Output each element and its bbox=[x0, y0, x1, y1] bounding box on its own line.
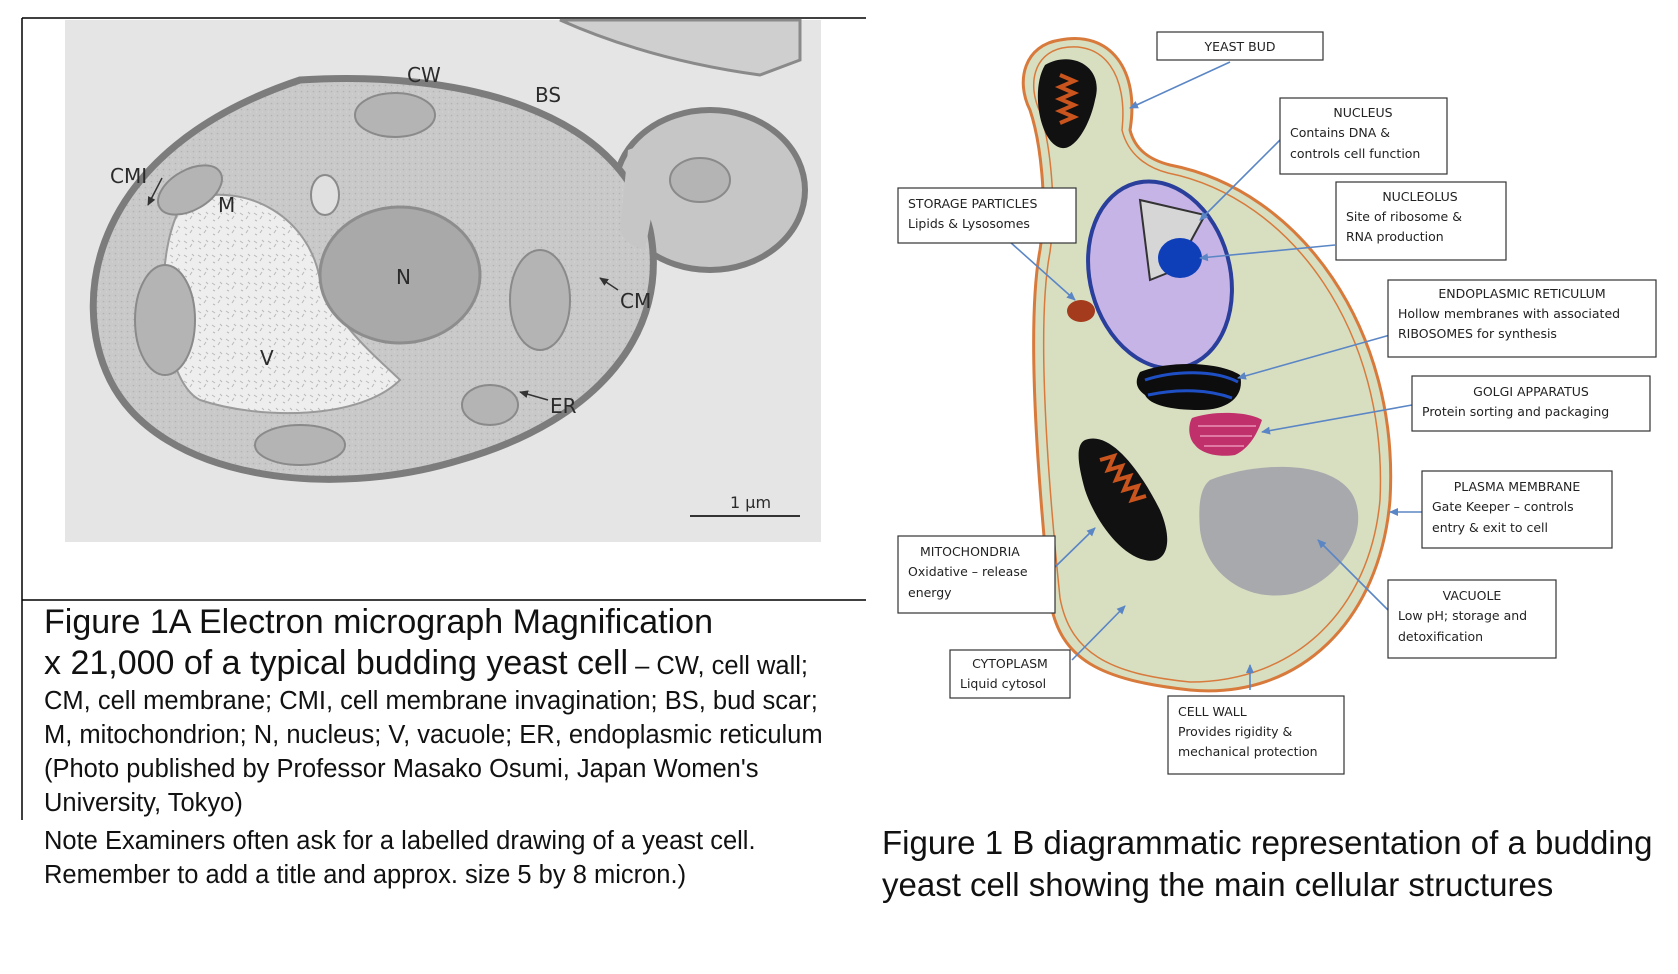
electron-micrograph bbox=[65, 18, 821, 542]
label-golgi-apparatus: GOLGI APPARATUS Protein sorting and pack… bbox=[1411, 375, 1651, 432]
svg-text:Site of ribosome &: Site of ribosome & bbox=[1346, 209, 1462, 224]
svg-text:CYTOPLASM: CYTOPLASM bbox=[972, 656, 1048, 671]
svg-text:Low pH; storage and: Low pH; storage and bbox=[1398, 608, 1527, 623]
svg-text:Protein sorting and packaging: Protein sorting and packaging bbox=[1422, 404, 1609, 419]
label-yeast-bud: YEAST BUD bbox=[1156, 31, 1324, 61]
svg-text:detoxification: detoxification bbox=[1398, 629, 1483, 644]
micro-label-bs: BS bbox=[535, 83, 561, 107]
svg-text:Gate Keeper – controls: Gate Keeper – controls bbox=[1432, 499, 1574, 514]
micro-label-m: M bbox=[218, 193, 235, 217]
label-nucleus: NUCLEUS Contains DNA & controls cell fun… bbox=[1279, 97, 1448, 175]
svg-text:NUCLEOLUS: NUCLEOLUS bbox=[1382, 189, 1457, 204]
svg-text:ENDOPLASMIC RETICULUM: ENDOPLASMIC RETICULUM bbox=[1438, 286, 1605, 301]
svg-text:Hollow membranes with associat: Hollow membranes with associated bbox=[1398, 306, 1620, 321]
yeast-cell-drawing bbox=[1021, 37, 1393, 693]
label-plasma-membrane: PLASMA MEMBRANE Gate Keeper – controls e… bbox=[1421, 470, 1613, 549]
micro-label-v: V bbox=[260, 346, 274, 370]
micro-label-n: N bbox=[396, 265, 411, 289]
caption-a-line1: Figure 1A Electron micrograph Magnificat… bbox=[44, 603, 713, 641]
svg-text:PLASMA MEMBRANE: PLASMA MEMBRANE bbox=[1454, 479, 1581, 494]
svg-text:controls cell function: controls cell function bbox=[1290, 146, 1420, 161]
label-cytoplasm: CYTOPLASM Liquid cytosol bbox=[949, 649, 1071, 699]
svg-text:Provides rigidity &: Provides rigidity & bbox=[1178, 724, 1293, 739]
label-vacuole: VACUOLE Low pH; storage and detoxificati… bbox=[1387, 579, 1557, 659]
label-cell-wall: CELL WALL Provides rigidity & mechanical… bbox=[1167, 695, 1345, 775]
svg-text:NUCLEUS: NUCLEUS bbox=[1333, 105, 1392, 120]
label-endoplasmic-reticulum: ENDOPLASMIC RETICULUM Hollow membranes w… bbox=[1387, 279, 1657, 358]
svg-text:VACUOLE: VACUOLE bbox=[1443, 588, 1502, 603]
figure-1a-caption: Figure 1A Electron micrograph Magnificat… bbox=[44, 602, 844, 820]
svg-text:STORAGE PARTICLES: STORAGE PARTICLES bbox=[908, 196, 1037, 211]
scale-bar-label: 1 μm bbox=[730, 493, 771, 512]
svg-text:MITOCHONDRIA: MITOCHONDRIA bbox=[920, 544, 1020, 559]
svg-text:Lipids & Lysosomes: Lipids & Lysosomes bbox=[908, 216, 1030, 231]
label-storage-particles: STORAGE PARTICLES Lipids & Lysosomes bbox=[897, 187, 1077, 244]
caption-a-line2: x 21,000 of a typical budding yeast cell bbox=[44, 644, 629, 682]
svg-text:CELL WALL: CELL WALL bbox=[1178, 704, 1247, 719]
caption-a-rest: – CW, cell wall; CM, cell membrane; CMI,… bbox=[44, 652, 823, 817]
micro-label-er: ER bbox=[550, 394, 577, 418]
svg-text:GOLGI APPARATUS: GOLGI APPARATUS bbox=[1473, 384, 1589, 399]
micro-label-cw: CW bbox=[407, 63, 441, 87]
micro-label-cmi: CMI bbox=[110, 164, 147, 188]
micro-label-cm: CM bbox=[620, 289, 651, 313]
examiner-note: Note Examiners often ask for a labelled … bbox=[44, 827, 756, 889]
figure-1b-caption: Figure 1 B diagrammatic representation o… bbox=[882, 824, 1653, 903]
label-mitochondria: MITOCHONDRIA Oxidative – release energy bbox=[897, 535, 1056, 614]
svg-text:mechanical protection: mechanical protection bbox=[1178, 744, 1318, 759]
svg-text:RIBOSOMES for synthesis: RIBOSOMES for synthesis bbox=[1398, 326, 1557, 341]
micrograph-frame bbox=[21, 17, 866, 820]
svg-text:RNA production: RNA production bbox=[1346, 229, 1444, 244]
svg-text:YEAST BUD: YEAST BUD bbox=[1204, 39, 1276, 54]
label-nucleolus: NUCLEOLUS Site of ribosome & RNA product… bbox=[1335, 181, 1507, 261]
svg-text:Contains DNA &: Contains DNA & bbox=[1290, 125, 1390, 140]
svg-text:Liquid cytosol: Liquid cytosol bbox=[960, 676, 1046, 691]
diagram-arrows bbox=[1009, 61, 1422, 690]
svg-text:entry & exit to cell: entry & exit to cell bbox=[1432, 520, 1548, 535]
svg-text:energy: energy bbox=[908, 585, 952, 600]
svg-text:Oxidative – release: Oxidative – release bbox=[908, 564, 1028, 579]
